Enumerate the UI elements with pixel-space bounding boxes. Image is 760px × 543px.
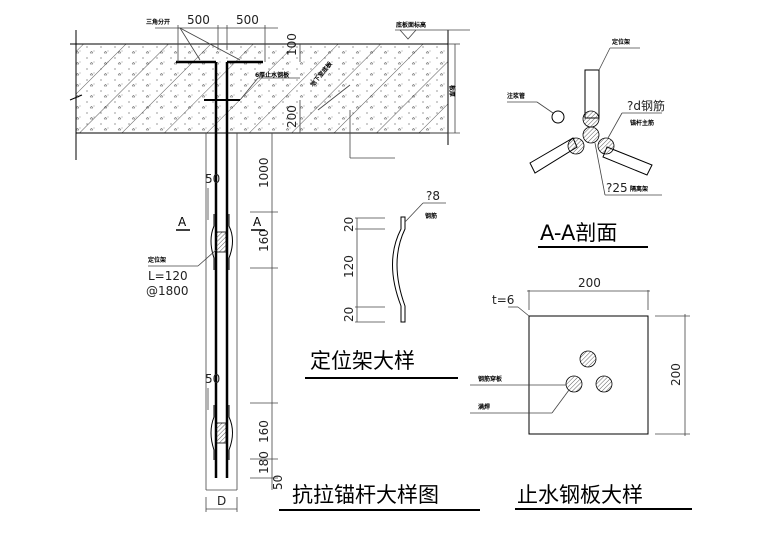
label-frame-spacing: @1800 [146, 284, 189, 298]
main-bar-left [567, 137, 585, 155]
dim-50-upper: 50 [205, 172, 220, 186]
section-aa: 定位架 注浆管 ?d钢筋 锚杆主筋 ?25 隔离架 A-A剖面 [507, 38, 665, 248]
steel-plate [528, 315, 649, 435]
frame-dim-middle: 120 [342, 255, 356, 278]
section-aa-title: A-A剖面 [540, 221, 617, 245]
aa-label-spacer-note: 隔离架 [630, 185, 648, 193]
positioning-frame-lower [210, 405, 233, 460]
anchor-main-bars [176, 60, 263, 478]
anchor-detail: 三角分开 6厚止水钢板 地下室底板 定位架 L=120 @1800 底板面标高 … [69, 13, 480, 512]
main-bar-right [597, 137, 615, 155]
aa-label-spacer: ?25 [606, 181, 628, 195]
dim-50-bottom: 50 [271, 475, 285, 490]
plate-hole-top [579, 350, 597, 368]
plate-weld-note: 满焊 [478, 403, 490, 411]
dim-top-left: 500 [187, 13, 210, 27]
dim-50-lower: 50 [205, 372, 220, 386]
dim-1000: 1000 [257, 157, 271, 188]
dim-160-upper: 160 [257, 229, 271, 252]
plate-dim-width: 200 [578, 276, 601, 290]
plate-hole-left [565, 375, 583, 393]
plate-detail-title: 止水钢板大样 [517, 483, 643, 507]
label-waterstop-plate: 6厚止水钢板 [255, 71, 290, 79]
frame-dim-top: 20 [342, 217, 356, 232]
label-floor-elevation: 底板面标高 [396, 21, 426, 29]
anchor-detail-title: 抗拉锚杆大样图 [292, 483, 439, 507]
plate-detail: 200 200 t=6 钢筋穿板 满焊 止水钢板大样 [470, 276, 692, 510]
dim-top-right: 500 [236, 13, 259, 27]
grout-pipe [551, 110, 565, 124]
label-triangle-split: 三角分开 [146, 18, 170, 26]
spacer-center [582, 126, 600, 144]
dim-200: 200 [285, 105, 299, 128]
frame-detail: 20 120 20 ?8 钢筋 定位架大样 [305, 189, 458, 379]
frame-bar-note: 钢筋 [425, 212, 437, 220]
section-mark-right: A [253, 215, 262, 229]
label-positioning-frame: 定位架 [147, 256, 166, 264]
dim-100: 100 [285, 33, 299, 56]
plate-hole-right [595, 375, 613, 393]
positioning-frame-upper [210, 214, 233, 270]
label-frame-length: L=120 [148, 269, 188, 283]
main-bar-top [582, 110, 600, 128]
frame-detail-title: 定位架大样 [310, 349, 415, 373]
dim-diameter: D [217, 494, 226, 508]
dim-160-lower: 160 [257, 420, 271, 443]
section-mark-left: A [178, 215, 187, 229]
aa-label-frame: 定位架 [611, 38, 630, 46]
anchor-hole [205, 133, 238, 491]
dim-180: 180 [257, 451, 271, 474]
basement-slab [69, 30, 449, 160]
plate-hole-note: 钢筋穿板 [478, 375, 503, 383]
aa-label-main-bar-note: 锚杆主筋 [630, 119, 654, 127]
aa-label-main-bar: ?d钢筋 [627, 98, 665, 113]
frame-bar-size: ?8 [426, 189, 440, 203]
plate-dim-height: 200 [669, 363, 683, 386]
frame-dim-bottom: 20 [342, 307, 356, 322]
label-floor-thickness: 板厚 [448, 85, 456, 97]
aa-label-grout-pipe: 注浆管 [507, 92, 525, 100]
plate-thickness: t=6 [492, 293, 514, 307]
